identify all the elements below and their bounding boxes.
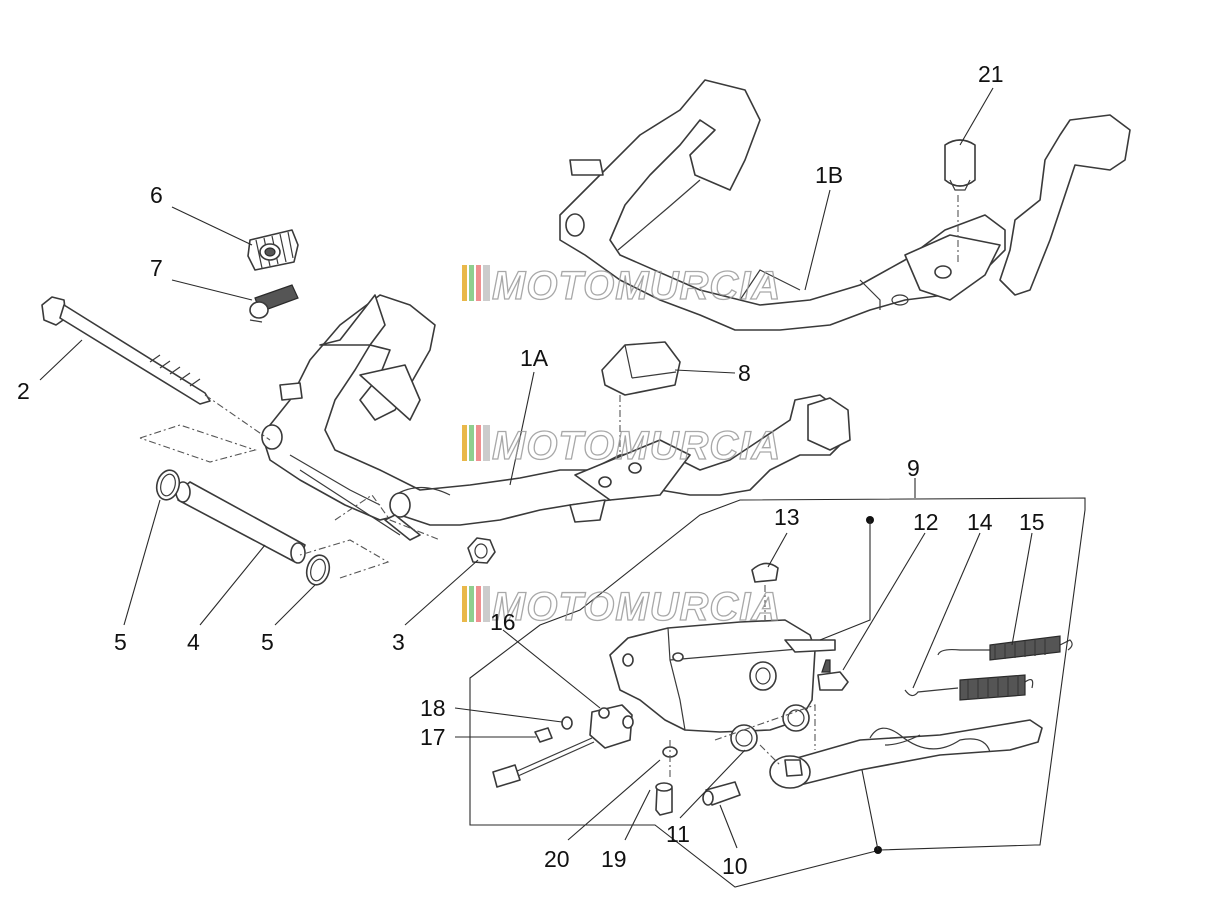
callout-7: 7 <box>150 255 163 281</box>
spring-7 <box>249 284 299 323</box>
callout-6: 6 <box>150 182 163 208</box>
callout-19: 19 <box>601 846 627 872</box>
side-stand-leg <box>769 719 1043 789</box>
pivot-bolt-10 <box>702 781 741 806</box>
callout-18: 18 <box>420 695 446 721</box>
sensor-switch-16 <box>492 704 634 788</box>
center-stand-1a <box>261 294 851 541</box>
screw-17 <box>534 727 553 743</box>
spring-14 <box>904 674 1034 701</box>
callout-17: 17 <box>420 724 446 750</box>
callout-9: 9 <box>907 455 920 481</box>
watermark-text: MOTOMURCIA <box>492 585 781 629</box>
group-9-outline <box>469 497 1086 888</box>
callout-14: 14 <box>967 509 993 535</box>
assembly-line-side-stand <box>714 704 816 766</box>
rubber-pad-8 <box>601 341 681 455</box>
nut-3 <box>467 537 496 564</box>
circlip-5-left <box>155 469 181 501</box>
assembly-line-bolt <box>204 394 441 541</box>
washer-20 <box>662 740 678 780</box>
screw-19 <box>655 782 673 816</box>
spring-15 <box>937 635 1073 661</box>
watermark-2: MOTOMURCIA <box>462 423 781 469</box>
bushings-11 <box>730 704 810 752</box>
callout-5-left: 5 <box>114 629 127 655</box>
side-stand-bracket <box>609 619 836 733</box>
callout-4: 4 <box>187 629 200 655</box>
callout-3: 3 <box>392 629 405 655</box>
callout-10: 10 <box>722 853 748 879</box>
bolt-2 <box>41 296 211 405</box>
callout-labels: 21 1B 6 7 1A 8 2 9 13 12 14 15 16 5 4 5 … <box>17 61 1045 879</box>
stop-pad-12 <box>817 659 849 691</box>
circlip-5-right <box>305 554 331 586</box>
callout-20: 20 <box>544 846 570 872</box>
pivot-pin-4 <box>175 481 306 564</box>
callout-12: 12 <box>913 509 939 535</box>
watermark-text: MOTOMURCIA <box>492 424 781 468</box>
callout-16: 16 <box>490 609 516 635</box>
assembly-line-pin <box>139 424 390 579</box>
callout-1b: 1B <box>815 162 843 188</box>
watermark-3: MOTOMURCIA <box>462 584 781 630</box>
callout-2: 2 <box>17 378 30 404</box>
watermark-text: MOTOMURCIA <box>492 264 781 308</box>
watermark-1: MOTOMURCIA <box>462 263 781 309</box>
center-stand-1b <box>559 79 1131 331</box>
callout-13: 13 <box>774 504 800 530</box>
leader-lines <box>39 87 1033 851</box>
callout-1a: 1A <box>520 345 549 371</box>
callout-5-right: 5 <box>261 629 274 655</box>
washer-18 <box>561 716 573 730</box>
callout-8: 8 <box>738 360 751 386</box>
callout-21: 21 <box>978 61 1004 87</box>
callout-15: 15 <box>1019 509 1045 535</box>
spring-6 <box>247 229 299 271</box>
callout-11: 11 <box>666 821 690 847</box>
